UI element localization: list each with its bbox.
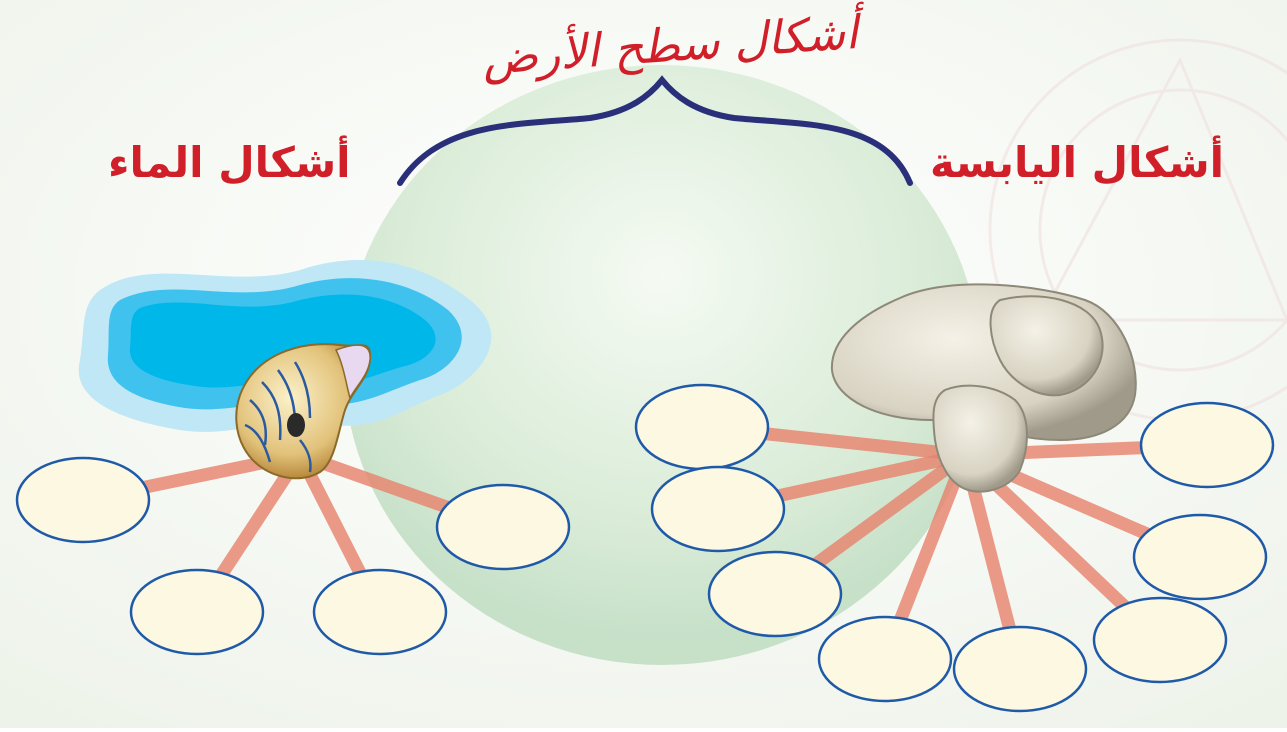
land-answer-box-8[interactable] xyxy=(1139,401,1275,489)
water-answer-box-3[interactable] xyxy=(312,568,448,656)
rocks-icon xyxy=(830,283,1137,493)
land-answer-box-2[interactable] xyxy=(650,465,786,553)
water-answer-box-4[interactable] xyxy=(435,483,571,571)
land-answer-box-3[interactable] xyxy=(707,550,843,638)
land-answer-box-6[interactable] xyxy=(1092,596,1228,684)
water-answer-box-1[interactable] xyxy=(15,456,151,544)
water-illustration xyxy=(78,260,492,432)
water-branch-label: أشكال الماء xyxy=(108,138,351,187)
land-answer-box-7[interactable] xyxy=(1132,513,1268,601)
land-answer-box-1[interactable] xyxy=(634,383,770,471)
nautilus-shell-icon xyxy=(235,343,372,480)
answer-boxes xyxy=(15,383,1275,713)
land-answer-box-4[interactable] xyxy=(817,615,953,703)
water-answer-box-2[interactable] xyxy=(129,568,265,656)
land-answer-box-5[interactable] xyxy=(952,625,1088,713)
title-brace xyxy=(397,75,913,186)
land-branch-label: أشكال اليابسة xyxy=(930,138,1225,187)
